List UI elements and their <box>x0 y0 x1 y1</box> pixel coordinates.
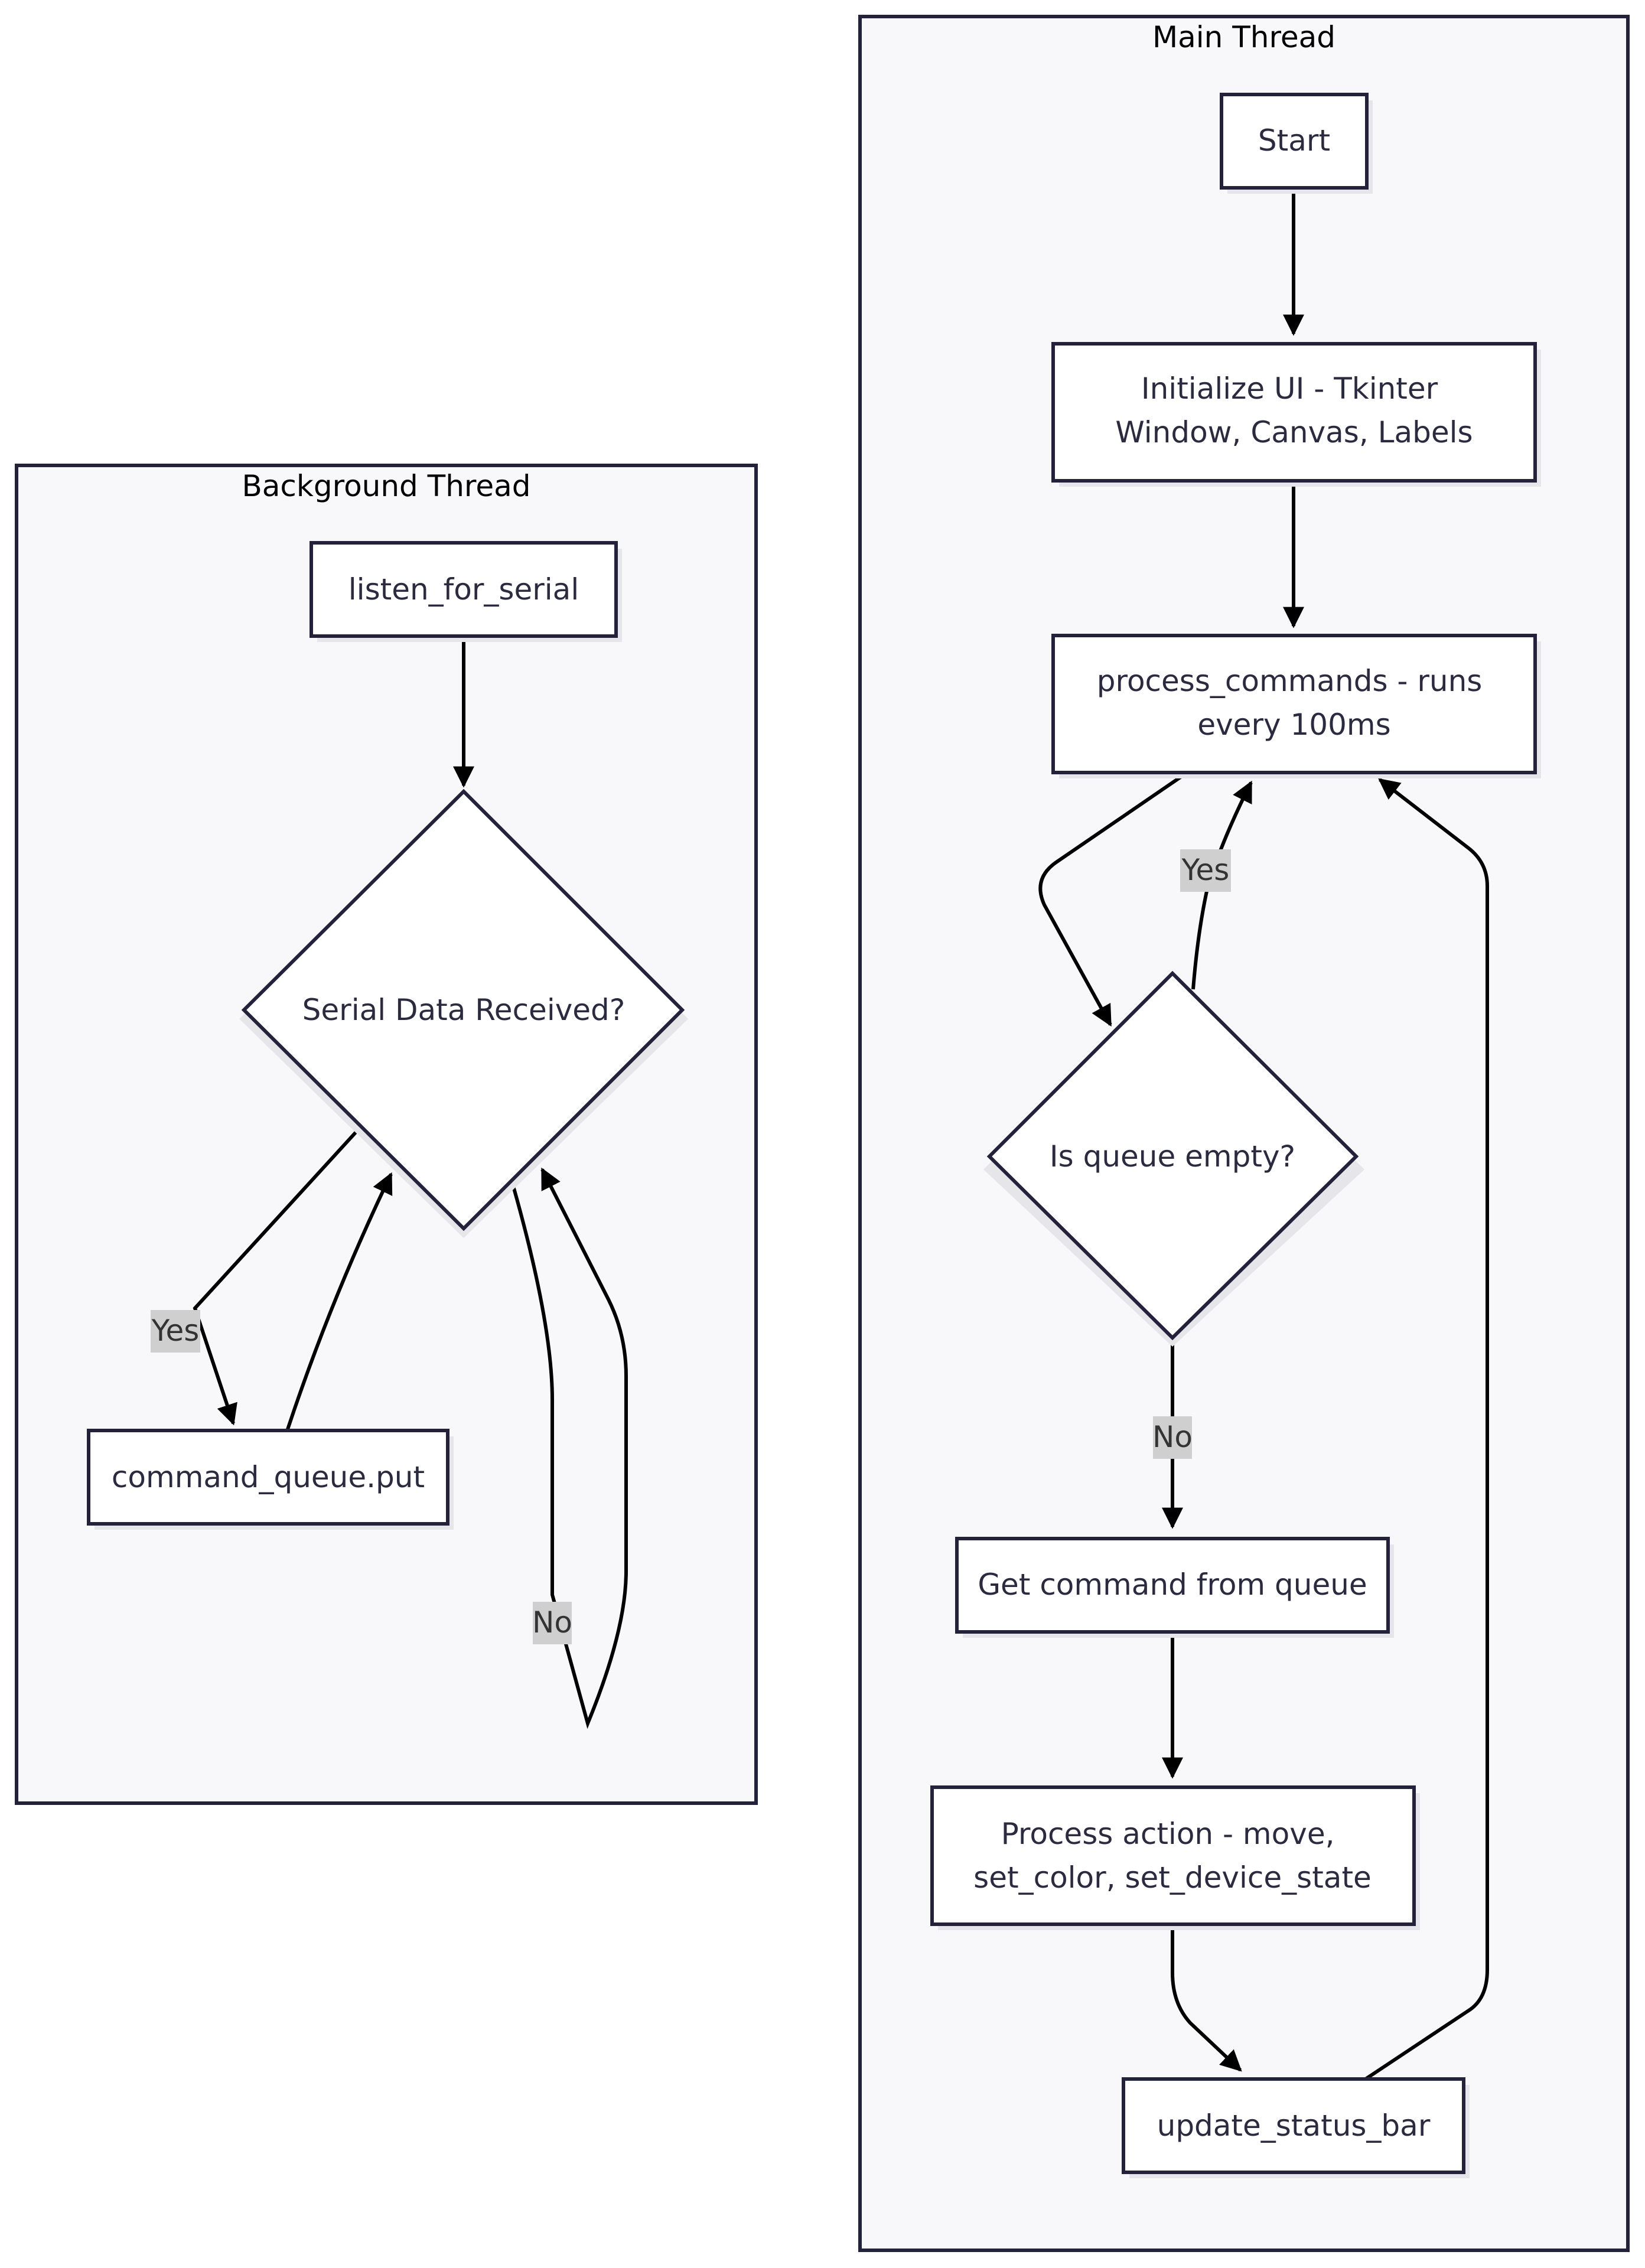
edge-serial-no-loop <box>511 1167 628 1729</box>
svg-text:process_commands - runs: process_commands - runs every 100ms <box>1097 664 1491 742</box>
node-initialize-ui[interactable]: Initialize UI - Tkinter Window, Canvas, … <box>1051 342 1541 487</box>
svg-text:update_status_bar: update_status_bar <box>1157 2109 1431 2143</box>
svg-text:Serial Data Received?: Serial Data Received? <box>302 993 626 1027</box>
node-listen-for-serial[interactable]: listen_for_serial <box>310 541 622 642</box>
svg-text:Yes: Yes <box>151 1314 200 1348</box>
edge-action-to-status <box>1171 1924 1242 2072</box>
node-process-commands[interactable]: process_commands - runs every 100ms <box>1051 634 1541 778</box>
svg-text:Get command from queue: Get command from queue <box>978 1568 1367 1602</box>
edge-status-back-to-process <box>1364 778 1489 2081</box>
node-serial-data-received[interactable]: Serial Data Received? <box>239 788 688 1238</box>
background-thread-title: Background Thread <box>242 469 530 503</box>
node-get-command[interactable]: Get command from queue <box>955 1537 1394 1638</box>
edge-serial-yes <box>193 1128 360 1426</box>
node-is-queue-empty[interactable]: Is queue empty? <box>983 970 1364 1347</box>
edge-label-queue-no: No <box>1152 1416 1193 1459</box>
node-start[interactable]: Start <box>1220 93 1373 194</box>
edge-queue-put-back <box>286 1172 393 1430</box>
svg-text:No: No <box>1152 1420 1193 1454</box>
edge-label-serial-no: No <box>532 1602 572 1644</box>
svg-text:command_queue.put: command_queue.put <box>112 1460 425 1494</box>
node-process-action[interactable]: Process action - move, set_color, set_de… <box>930 1785 1420 1930</box>
edge-label-serial-yes: Yes <box>151 1310 200 1353</box>
main-thread-title: Main Thread <box>1152 20 1335 54</box>
edge-process-to-queue-empty <box>1038 771 1188 1027</box>
edge-label-queue-yes: Yes <box>1180 849 1231 892</box>
svg-text:No: No <box>532 1605 572 1640</box>
node-update-status-bar[interactable]: update_status_bar <box>1122 2077 1470 2178</box>
svg-text:Yes: Yes <box>1181 853 1230 887</box>
svg-text:listen_for_serial: listen_for_serial <box>348 572 579 607</box>
node-command-queue-put[interactable]: command_queue.put <box>87 1429 454 1530</box>
svg-text:Is queue empty?: Is queue empty? <box>1050 1139 1295 1174</box>
svg-text:Process action - move, s: Process action - move, set_color, set_de… <box>973 1817 1372 1895</box>
svg-text:Start: Start <box>1258 123 1330 158</box>
svg-text:Initialize UI - Tkinter: Initialize UI - Tkinter Window, Canvas, … <box>1115 372 1473 449</box>
